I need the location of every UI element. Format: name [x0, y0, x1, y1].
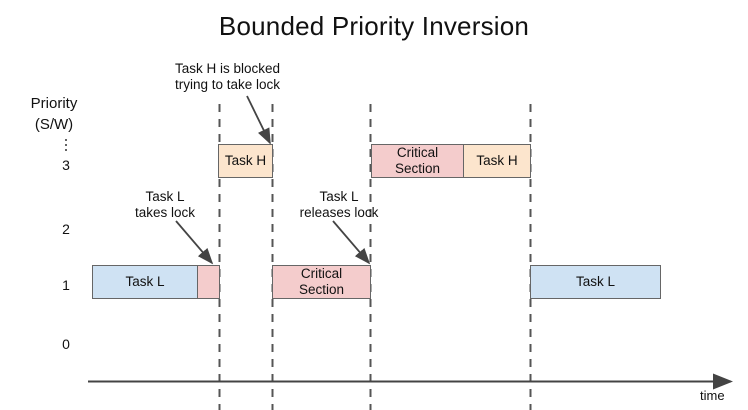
- bar-task-h-resumed[interactable]: Task H: [463, 144, 531, 178]
- y-axis-title-line1: Priority: [30, 95, 78, 112]
- arrow-task-l-takes-lock: [175, 220, 214, 265]
- y-axis-ellipsis-icon: [54, 136, 78, 151]
- bar-task-l-lock-taken[interactable]: [197, 265, 220, 299]
- bar-task-l-last[interactable]: Task L: [530, 265, 661, 299]
- page-title: Bounded Priority Inversion: [218, 11, 530, 41]
- x-axis-label: time: [700, 388, 725, 403]
- bar-critical-section-top[interactable]: Critical Section: [371, 144, 464, 178]
- y-tick-3: 3: [62, 157, 70, 173]
- y-tick-1: 1: [62, 277, 70, 293]
- bar-task-h-top[interactable]: Task H: [218, 144, 273, 178]
- annotation-task-l-takes-lock-line1: Task L: [145, 189, 185, 204]
- arrow-task-l-releases-lock: [332, 220, 371, 265]
- annotation-task-h-blocked-line1: Task H is blocked: [174, 61, 281, 76]
- y-axis-title-line2: (S/W): [34, 116, 74, 133]
- annotation-task-h-blocked-line2: trying to take lock: [174, 77, 281, 92]
- y-tick-2: 2: [62, 221, 70, 237]
- annotation-task-l-releases-lock-line2: releases lock: [299, 205, 379, 220]
- y-tick-0: 0: [62, 336, 70, 352]
- bar-task-l-first[interactable]: Task L: [92, 265, 198, 299]
- arrow-task-h-blocked: [246, 95, 271, 145]
- annotation-task-l-releases-lock-line1: Task L: [319, 189, 359, 204]
- annotation-task-l-takes-lock-line2: takes lock: [134, 205, 196, 220]
- bar-critical-section-low[interactable]: Critical Section: [272, 265, 371, 299]
